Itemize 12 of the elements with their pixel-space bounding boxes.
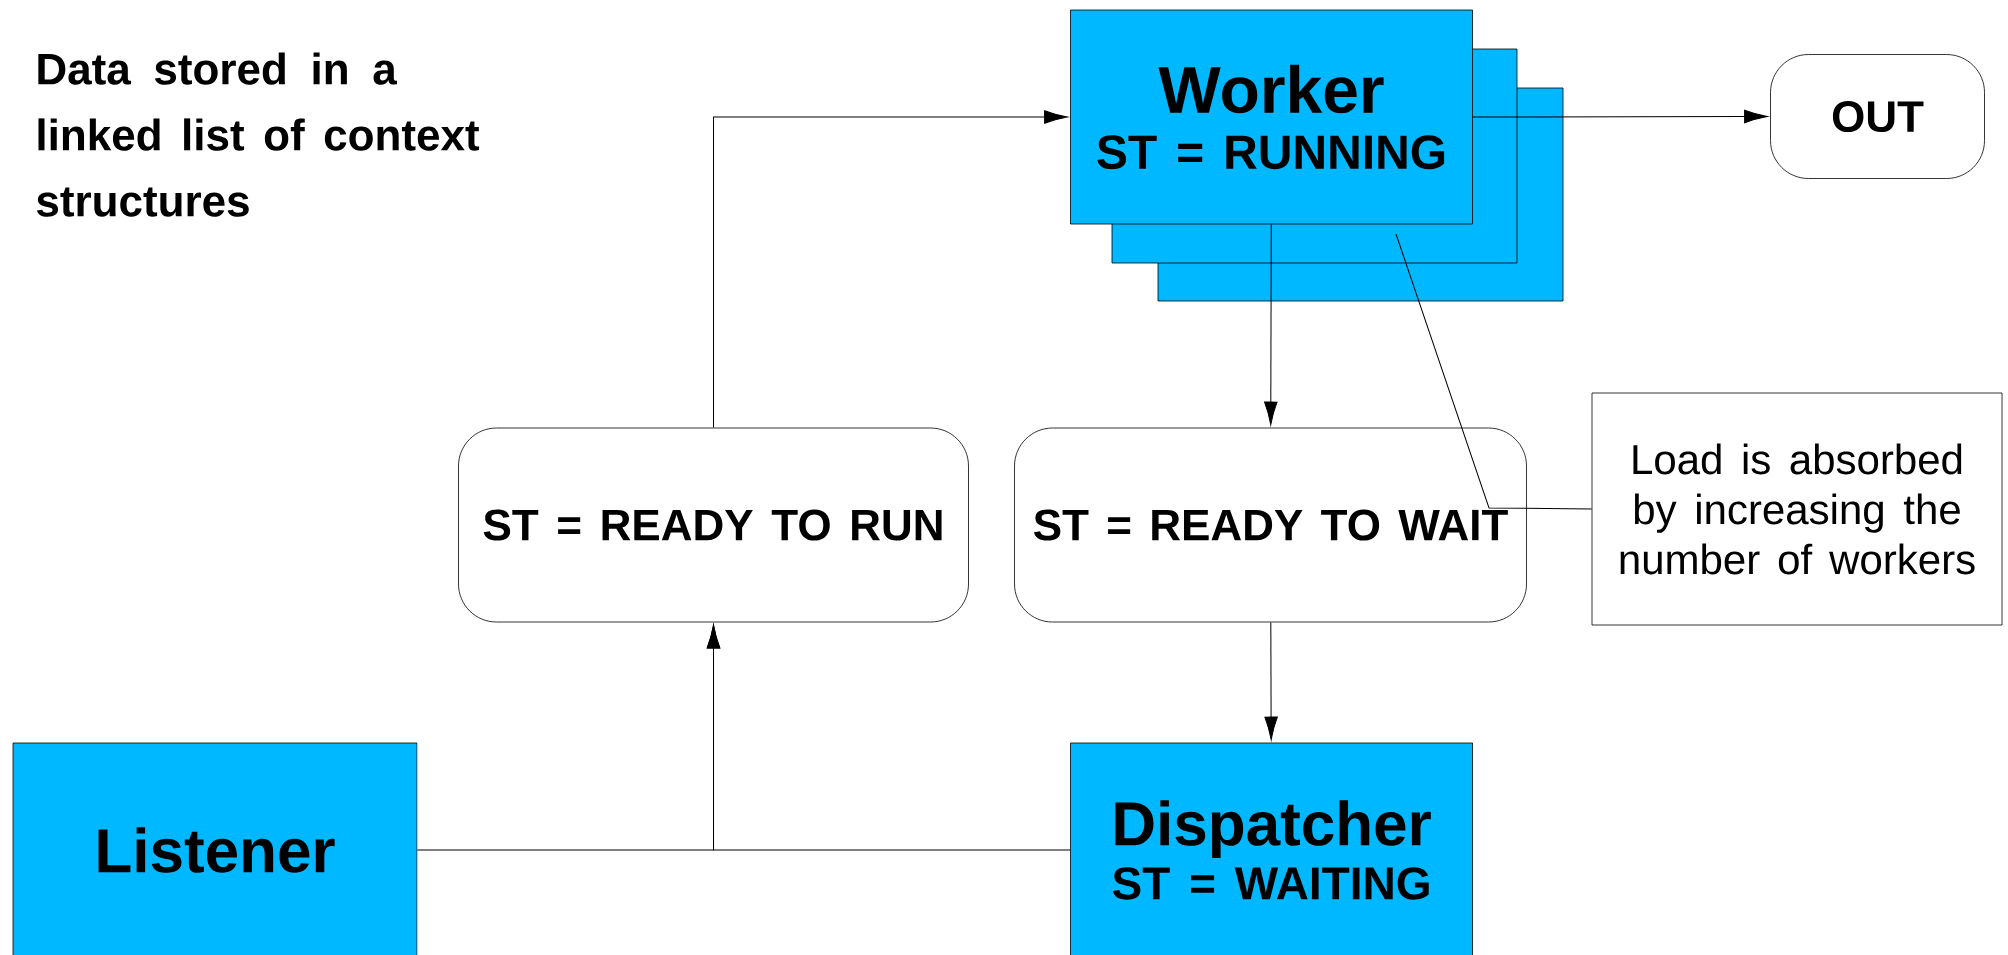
arrow — [1264, 223, 1278, 426]
worker-stack: Worker ST = RUNNING — [1070, 9, 1564, 302]
output-box: OUT — [1770, 54, 1985, 179]
dispatcher-box: Dispatcher ST = WAITING — [1070, 742, 1473, 955]
note-text: Data stored in a linked list of context structures — [36, 52, 480, 217]
state-box: ST = READY TO RUN — [458, 427, 969, 623]
arrow — [713, 110, 1068, 429]
state-box: ST = READY TO WAIT — [1014, 427, 1527, 623]
note-box: Load is absorbed by increasing the number of workers — [1591, 392, 2003, 626]
leader-line — [1395, 233, 1593, 510]
arrow — [1264, 621, 1278, 741]
listener-box: Listener — [12, 742, 418, 955]
